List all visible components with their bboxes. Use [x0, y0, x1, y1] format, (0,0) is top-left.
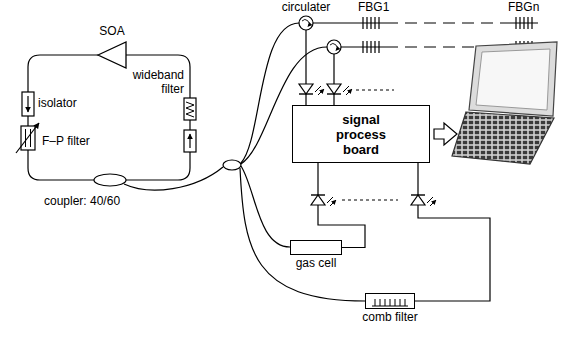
fiber	[241, 23, 299, 163]
output-fiber	[124, 167, 223, 190]
laptop-keyboard	[452, 112, 554, 164]
coupler-ellipse	[94, 174, 126, 186]
fiber-ring	[28, 55, 190, 180]
circulator-label: circulater	[282, 0, 331, 14]
fiber-connector	[415, 163, 490, 301]
comb-teeth	[372, 299, 408, 306]
photodiode	[327, 84, 352, 95]
fbg-label: FBG1	[358, 0, 389, 14]
fp-filter-label: F–P filter	[42, 134, 90, 148]
comb-filter-label: comb filter	[362, 310, 417, 324]
photodiode	[299, 84, 324, 95]
fbg-fiber	[313, 23, 538, 47]
circulator-symbol	[327, 40, 341, 54]
isolator-box	[184, 130, 196, 152]
gas-cell: gas cell	[290, 240, 342, 255]
laptop-screen	[476, 49, 550, 110]
photodiode	[411, 195, 436, 206]
fiber	[240, 168, 365, 301]
hollow-arrow	[434, 123, 457, 145]
more-dashes	[342, 199, 398, 200]
splitter-ellipse	[223, 160, 241, 170]
circulator-symbol	[299, 16, 313, 30]
tuning-arrow	[16, 123, 39, 153]
fbg-label: FBGn	[508, 0, 539, 14]
board-label: signal process board	[325, 112, 397, 157]
isolator-arrow	[189, 134, 190, 148]
fbg-dashed-fiber	[386, 23, 512, 47]
filter-coil	[186, 102, 194, 117]
fbg-grating	[363, 17, 532, 29]
photodiode	[311, 195, 336, 206]
isolator-label: isolator	[38, 96, 77, 110]
wideband-filter-box	[184, 98, 196, 120]
signal-board: signal process board	[292, 105, 430, 163]
more-dashes	[356, 89, 394, 90]
comb-filter: comb filter	[365, 293, 415, 309]
filter-label: wideband filter	[126, 68, 184, 96]
coupler-label: coupler: 40/60	[44, 194, 120, 208]
soa-label: SOA	[99, 24, 124, 38]
gas-cell-label: gas cell	[296, 256, 337, 270]
isolator-box	[22, 92, 34, 116]
circulator-arrow	[302, 20, 309, 27]
circulator-arrow	[330, 44, 337, 51]
laptop-screen-bezel	[469, 42, 557, 116]
soa-triangle	[98, 42, 126, 68]
isolator-arrow	[27, 96, 28, 112]
